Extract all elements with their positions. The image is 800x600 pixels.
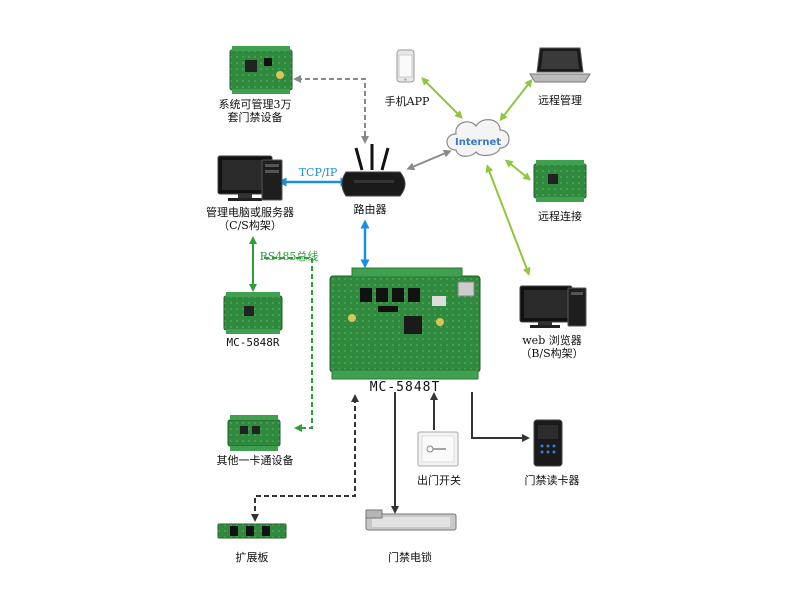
remote-conn-label: 远程连接 [538, 210, 582, 223]
connector-router-internet [406, 149, 452, 171]
internet-cloud-icon [446, 119, 510, 157]
remote-connection-board [533, 160, 587, 202]
remote-mgmt-label: 远程管理 [538, 94, 582, 107]
connector-phone-internet [421, 77, 463, 119]
mc5848t-controller [329, 267, 481, 380]
mc5848r-board [223, 292, 283, 334]
exit-switch-label: 出门开关 [417, 474, 461, 487]
web-browser-pc-icon [519, 285, 587, 328]
door-devices-label-line1: 系统可管理3万 [218, 98, 292, 111]
card-reader-icon [533, 419, 563, 467]
mc5848t-label: MC-5848T [369, 380, 441, 395]
laptop-icon [529, 47, 591, 83]
expansion-board [217, 523, 287, 539]
web-browser-label-line1: web 浏览器 [522, 334, 582, 347]
door-lock-icon [365, 509, 457, 531]
other-card-label: 其他一卡通设备 [216, 454, 294, 467]
rs485-label: RS485总线 [259, 250, 319, 263]
door-lock-label: 门禁电锁 [388, 551, 432, 564]
connector-remote-mgmt-internet [499, 78, 533, 122]
internet-label: Internet [454, 137, 501, 148]
router-icon [341, 144, 406, 197]
connector-controller-reader [471, 392, 530, 442]
connector-remote-conn-internet [504, 159, 532, 181]
tcpip-label: TCP/IP [298, 166, 338, 179]
mc5848r-label: MC-5848R [226, 336, 280, 349]
phone-label: 手机APP [384, 95, 430, 108]
mgmt-pc-label-line2: （C/S构架） [218, 219, 282, 232]
door-devices-label: 系统可管理3万 套门禁设备 [190, 98, 320, 124]
mgmt-pc-label: 管理电脑或服务器 （C/S构架） [180, 206, 320, 232]
door-devices-board [229, 46, 293, 94]
other-card-devices-board [227, 415, 281, 451]
router-label: 路由器 [353, 203, 387, 216]
connector-web-internet [485, 164, 531, 276]
management-pc-icon [217, 155, 283, 201]
phone-icon [396, 49, 415, 83]
expansion-label: 扩展板 [235, 551, 269, 564]
door-devices-label-line2: 套门禁设备 [227, 111, 283, 124]
connector-devices-router [293, 75, 369, 144]
web-browser-label: web 浏览器 （B/S构架） [500, 334, 604, 360]
mgmt-pc-label-line1: 管理电脑或服务器 [206, 206, 294, 219]
exit-switch-icon [417, 431, 459, 467]
web-browser-label-line2: （B/S构架） [520, 347, 584, 360]
card-reader-label: 门禁读卡器 [524, 474, 580, 487]
connector-controller-expansion [251, 394, 359, 522]
